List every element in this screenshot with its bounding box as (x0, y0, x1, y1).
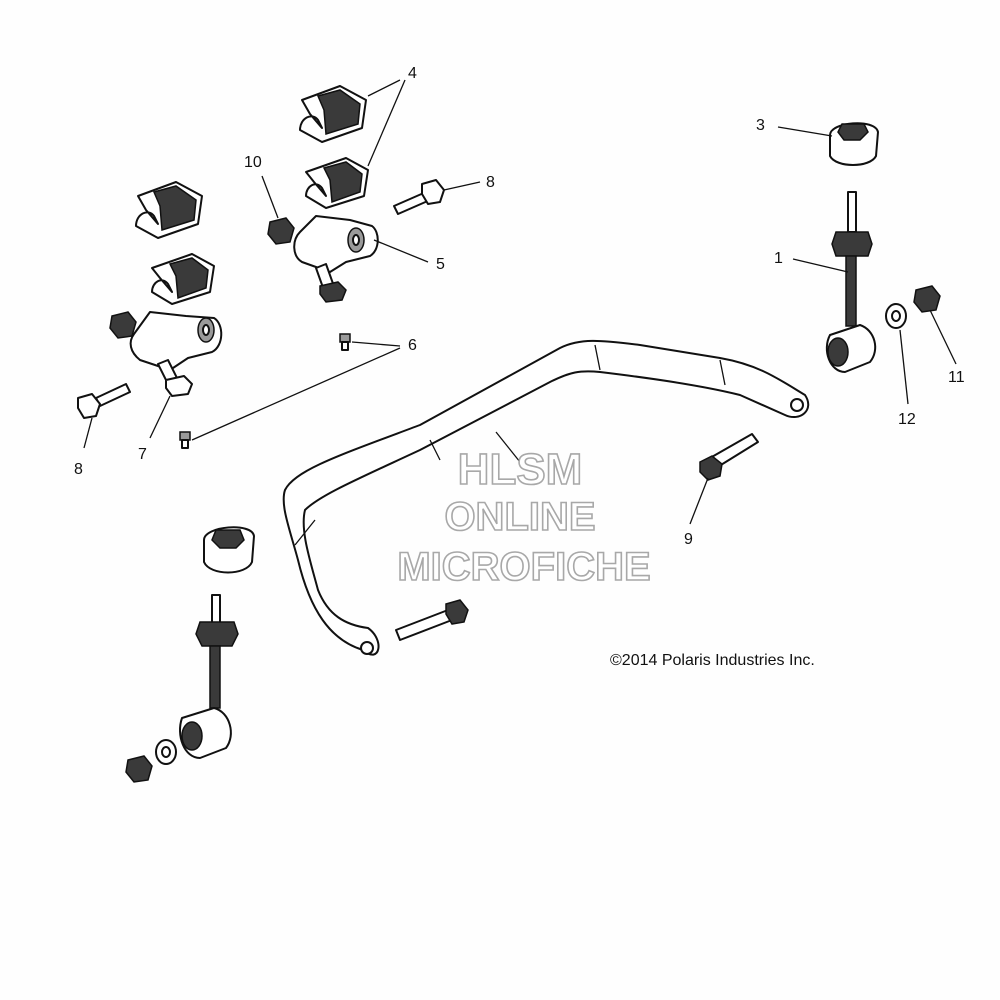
washer-left[interactable] (155, 739, 177, 765)
grease-fitting-6b[interactable] (179, 431, 191, 449)
nut-10[interactable] (267, 217, 295, 245)
callout-8-upper: 8 (486, 174, 495, 191)
callout-5: 5 (436, 256, 445, 273)
copyright-text: ©2014 Polaris Industries Inc. (610, 652, 815, 669)
callout-6: 6 (408, 337, 417, 354)
bolt-8-left[interactable] (77, 383, 131, 419)
bushing-3[interactable] (829, 122, 879, 166)
washer-12[interactable] (885, 303, 907, 329)
link-1[interactable] (825, 191, 877, 373)
nut-left-bracket[interactable] (109, 311, 137, 339)
bolt-7[interactable] (157, 359, 193, 397)
callout-10: 10 (244, 154, 262, 171)
leader-lines (83, 79, 957, 525)
bushing-4-upper[interactable] (299, 85, 367, 143)
callouts: 1 3 4 5 6 7 8 8 9 10 11 12 (74, 65, 965, 548)
watermark-line-2: ONLINE (444, 495, 595, 539)
bolt-lower[interactable] (395, 599, 469, 641)
watermark-line-1: HLSM (458, 445, 583, 494)
callout-7: 7 (138, 446, 147, 463)
callout-11: 11 (948, 369, 965, 386)
bracket-5[interactable] (293, 215, 379, 273)
watermark: HLSM ONLINE MICROFICHE (397, 444, 652, 590)
grease-fitting-6a[interactable] (339, 333, 351, 351)
bushing-4-lower[interactable] (305, 157, 369, 209)
callout-1: 1 (774, 250, 783, 267)
bushing-left[interactable] (203, 526, 255, 574)
nut-11[interactable] (913, 285, 941, 313)
bolt-bracket-5[interactable] (315, 263, 347, 303)
bracket-left[interactable] (129, 311, 223, 371)
link-left[interactable] (179, 594, 239, 759)
stabilizer-bar[interactable] (282, 339, 810, 656)
callout-8-left: 8 (74, 461, 83, 478)
watermark-line-3: MICROFICHE (397, 545, 650, 589)
callout-12: 12 (898, 411, 916, 428)
bushing-left-lower[interactable] (151, 253, 215, 305)
callout-9: 9 (684, 531, 693, 548)
bushing-left-upper[interactable] (135, 181, 203, 239)
bolt-9[interactable] (699, 433, 759, 481)
callout-4: 4 (408, 65, 417, 82)
callout-3: 3 (756, 117, 765, 134)
bolt-8-upper[interactable] (393, 179, 445, 215)
nut-left[interactable] (125, 755, 153, 783)
